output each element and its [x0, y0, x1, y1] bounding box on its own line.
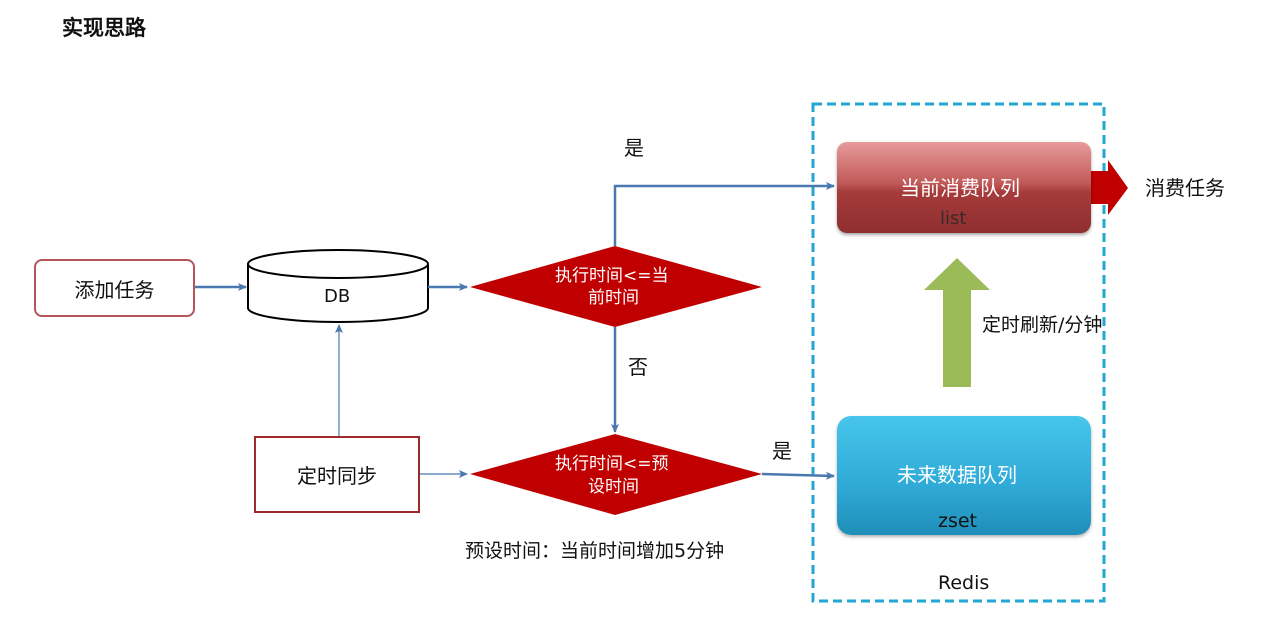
current-queue-label: 当前消费队列 [900, 176, 1020, 200]
add-task-label: 添加任务 [74, 277, 155, 302]
current-queue-type: list [940, 208, 967, 229]
sync-label: 定时同步 [297, 464, 377, 488]
page-title: 实现思路 [62, 16, 146, 40]
current-queue-box [837, 142, 1091, 233]
refresh-label: 定时刷新/分钟 [982, 314, 1103, 336]
db-cylinder [247, 249, 429, 323]
future-queue-box [837, 416, 1091, 535]
consume-task-label: 消费任务 [1145, 176, 1225, 200]
future-queue-type: zset [938, 510, 978, 532]
decision-now-diamond [470, 246, 762, 327]
redis-container [811, 102, 1106, 603]
redis-label: Redis [938, 572, 990, 594]
consume-arrow [1091, 160, 1128, 215]
sync-box: 定时同步 [254, 436, 420, 513]
decision-preset-line1: 执行时间<=预 [555, 454, 669, 474]
yes-label-bottom: 是 [772, 439, 792, 463]
decision-now-line2: 前时间 [588, 288, 639, 308]
db-label: DB [324, 286, 351, 307]
no-label: 否 [628, 355, 648, 379]
future-queue-label: 未来数据队列 [897, 463, 1017, 487]
decision-preset-line2: 设时间 [588, 477, 639, 497]
yes-label-top: 是 [624, 136, 644, 160]
decision-preset-diamond [470, 434, 762, 515]
arrow-yes-to-future-queue [761, 471, 835, 480]
add-task-box: 添加任务 [34, 259, 195, 317]
decision-now-line1: 执行时间<=当 [555, 266, 669, 286]
refresh-up-arrow [924, 258, 990, 387]
preset-time-note: 预设时间：当前时间增加5分钟 [465, 540, 725, 562]
arrow-yes-to-current-queue [613, 182, 835, 246]
